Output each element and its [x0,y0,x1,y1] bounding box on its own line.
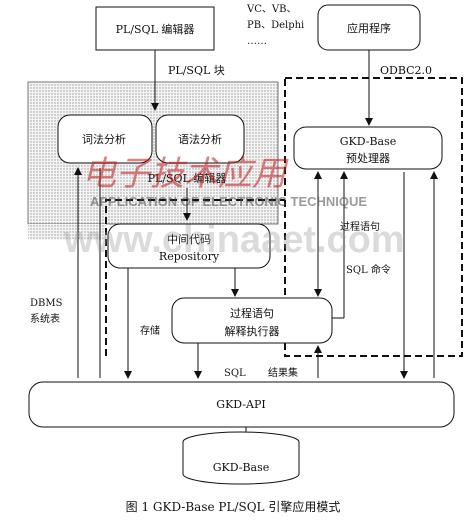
watermark-url: www.chinaaet.com [63,219,405,261]
database-body [182,442,300,485]
dbms-label-2: 系统表 [30,312,60,325]
app-label: 应用程序 [347,21,391,35]
preprocessor-label-1: GKD-Base [340,135,397,148]
syntax-analysis-label: 语法分析 [178,132,222,146]
lexical-analysis-label: 词法分析 [82,132,126,146]
intermediate-code-label-2: Repository [159,250,220,263]
dashed-region-right [284,77,463,357]
lexical-analysis-box [57,114,153,164]
intermediate-code-box [107,223,271,269]
watermark-brand: 电子技术应用 [82,156,289,193]
watermark-en: APPLICATION OF ELECTRONIC TECHNIQUE [90,194,367,209]
interpreter-box [171,297,333,344]
plsql-block-label: PL/SQL 块 [168,64,225,77]
pb-delphi-label: PB、Delphi [247,20,304,31]
interpreter-label-2: 解释执行器 [225,324,280,338]
dbms-label-1: DBMS [30,298,63,309]
ellipsis-label: …… [247,36,267,47]
plsql-editor-box [95,6,215,51]
preprocessor-label-2: 预处理器 [346,152,390,165]
database-label: GKD-Base [213,461,270,474]
figure-caption: 图 1 GKD-Base PL/SQL 引擎应用模式 [126,499,341,514]
sql-command-label: SQL 命令 [346,263,391,276]
gkd-api-box [28,381,455,428]
sql-label: SQL [224,368,246,379]
preprocessor-box [293,126,443,170]
proc-stmt-label: 过程语句 [340,220,380,233]
interpreter-label-1: 过程语句 [230,307,274,320]
vc-vb-label: VC、VB、 [246,4,296,15]
result-set-label: 结果集 [268,366,298,379]
syntax-analysis-box [155,114,245,164]
storage-label: 存储 [140,324,160,337]
inner-editor-label: PL/SQL 编辑器 [148,171,227,185]
odbc-label: ODBC2.0 [380,64,432,77]
dashed-region-left [105,199,285,356]
plsql-editor-label: PL/SQL 编辑器 [116,22,195,36]
gkd-api-label: GKD-API [216,398,265,411]
intermediate-code-label-1: 中间代码 [167,233,211,246]
